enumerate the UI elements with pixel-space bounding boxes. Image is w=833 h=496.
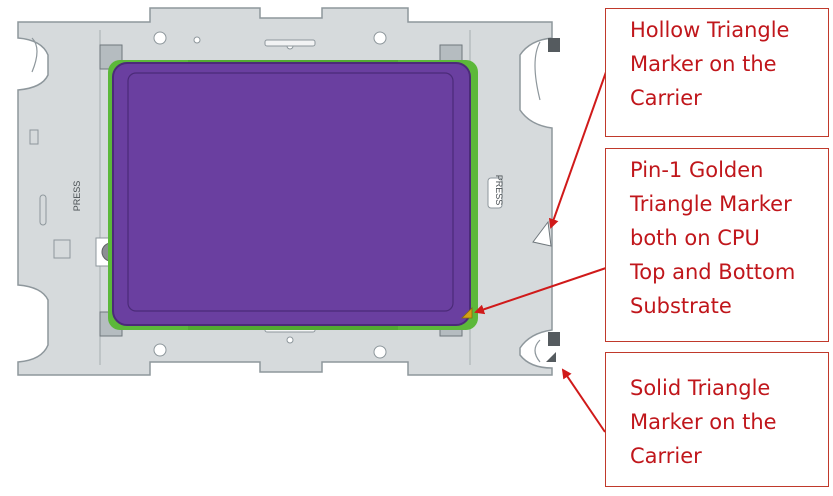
callout-line: Top and Bottom	[630, 260, 796, 284]
callout-solid-triangle: Solid Triangle Marker on the Carrier	[605, 352, 829, 487]
pin1-golden-triangle-marker	[461, 307, 473, 319]
callout-line: Carrier	[630, 444, 702, 468]
callout-line: Pin-1 Golden	[630, 158, 764, 182]
arrow-pin1-marker	[474, 267, 607, 315]
callout-line: Carrier	[630, 86, 702, 110]
arrow-hollow-marker	[548, 71, 607, 229]
callout-line: both on CPU	[630, 226, 760, 250]
callout-line: Triangle Marker	[630, 192, 792, 216]
callout-line: Substrate	[630, 294, 732, 318]
cpu-top-substrate	[112, 62, 471, 326]
callout-line: Hollow Triangle	[630, 18, 790, 42]
callout-hollow-triangle: Hollow Triangle Marker on the Carrier	[605, 8, 829, 137]
hollow-triangle-marker	[532, 220, 552, 247]
arrow-solid-marker	[561, 368, 606, 433]
callout-line: Solid Triangle	[630, 376, 771, 400]
solid-triangle-marker	[546, 352, 556, 362]
callout-line: Marker on the	[630, 410, 777, 434]
callout-pin1-golden-triangle: Pin-1 Golden Triangle Marker both on CPU…	[605, 148, 829, 342]
press-label-right: PRESS	[494, 175, 504, 206]
callout-line: Marker on the	[630, 52, 777, 76]
press-label-left: PRESS	[72, 181, 82, 212]
